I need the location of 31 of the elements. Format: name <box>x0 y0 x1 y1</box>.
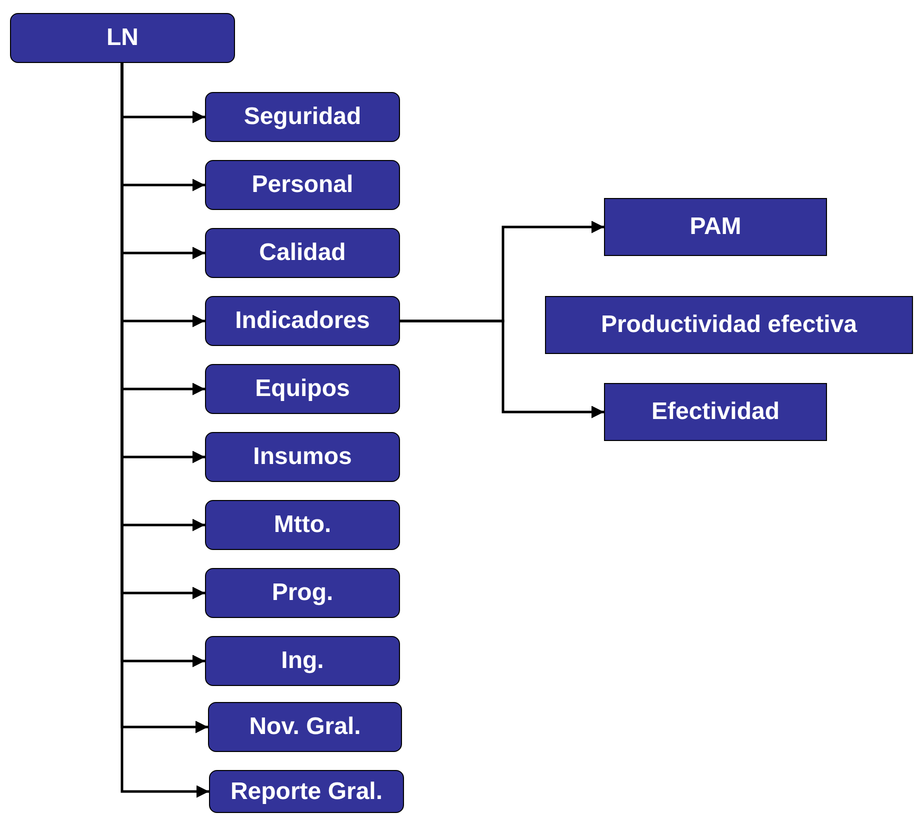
org-box <box>208 702 402 752</box>
box-label: PAM <box>690 213 742 241</box>
box-label: Reporte Gral. <box>230 778 383 806</box>
org-box <box>205 500 400 550</box>
org-box <box>205 160 400 210</box>
box-label: Prog. <box>272 579 334 607</box>
org-box <box>604 383 827 441</box>
box-label: Nov. Gral. <box>249 713 361 741</box>
box-label: Indicadores <box>235 307 370 335</box>
org-box <box>604 198 827 256</box>
org-box <box>205 92 400 142</box>
box-label: Insumos <box>253 443 352 471</box>
box-label: Personal <box>252 171 354 199</box>
box-label: LN <box>106 24 138 52</box>
org-box <box>205 636 400 686</box>
box-label: Mtto. <box>274 511 332 539</box>
box-label: Productividad efectiva <box>600 311 858 339</box>
org-box <box>10 13 235 63</box>
box-label: Ing. <box>281 647 324 675</box>
connector-arrow <box>400 320 604 418</box>
org-box <box>209 770 404 813</box>
box-label: Calidad <box>259 239 346 267</box>
org-box <box>205 296 400 346</box>
box-label: Seguridad <box>244 103 362 131</box>
org-box <box>205 228 400 278</box>
box-label: Equipos <box>255 375 350 403</box>
box-label: Efectividad <box>651 398 780 426</box>
org-box <box>205 568 400 618</box>
org-box <box>545 296 913 354</box>
org-box <box>205 432 400 482</box>
org-box <box>205 364 400 414</box>
